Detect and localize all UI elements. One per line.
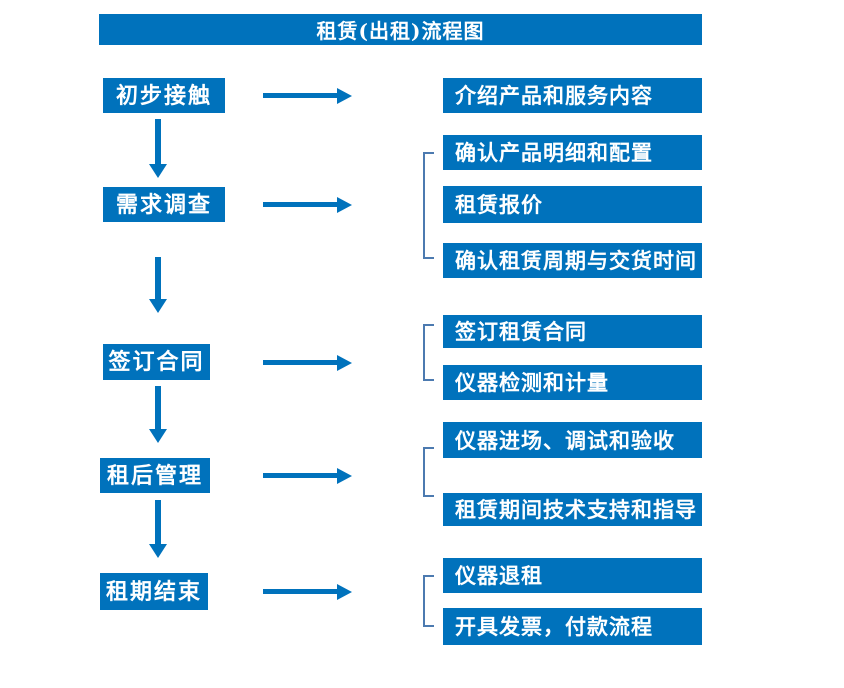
detail-box-instrument-testing: 仪器检测和计量 (443, 365, 702, 400)
group-bracket-post-rental (423, 447, 434, 497)
right-arrow-icon (263, 93, 337, 98)
diagram-title: 租赁(出租)流程图 (99, 14, 702, 45)
detail-box-introduce-products: 介绍产品和服务内容 (443, 78, 702, 113)
down-arrow-icon (155, 386, 161, 429)
group-bracket-sign-contract (423, 324, 434, 381)
right-arrow-icon (263, 202, 337, 207)
detail-box-confirm-details: 确认产品明细和配置 (443, 135, 702, 170)
detail-box-instrument-return: 仪器退租 (443, 558, 702, 593)
down-arrow-icon (155, 257, 161, 299)
group-bracket-rental-end (423, 575, 434, 627)
detail-box-confirm-period: 确认租赁周期与交货时间 (443, 243, 702, 278)
detail-box-tech-support: 租赁期间技术支持和指导 (443, 493, 702, 526)
stage-box-rental-end: 租期结束 (100, 573, 208, 610)
detail-box-sign-rental-contract: 签订租赁合同 (443, 315, 702, 348)
stage-box-demand-survey: 需求调查 (103, 187, 225, 222)
stage-box-initial-contact: 初步接触 (103, 78, 225, 113)
right-arrow-icon (263, 360, 337, 365)
detail-box-rental-quote: 租赁报价 (443, 186, 702, 223)
right-arrow-icon (263, 473, 337, 478)
down-arrow-icon (155, 500, 161, 544)
stage-box-post-rental: 租后管理 (100, 458, 210, 493)
right-arrow-icon (263, 589, 337, 594)
group-bracket-demand-survey (423, 152, 434, 259)
stage-box-sign-contract: 签订合同 (103, 344, 210, 380)
detail-box-instrument-setup: 仪器进场、调试和验收 (443, 422, 702, 458)
detail-box-invoice-payment: 开具发票，付款流程 (443, 608, 702, 645)
down-arrow-icon (155, 119, 161, 164)
